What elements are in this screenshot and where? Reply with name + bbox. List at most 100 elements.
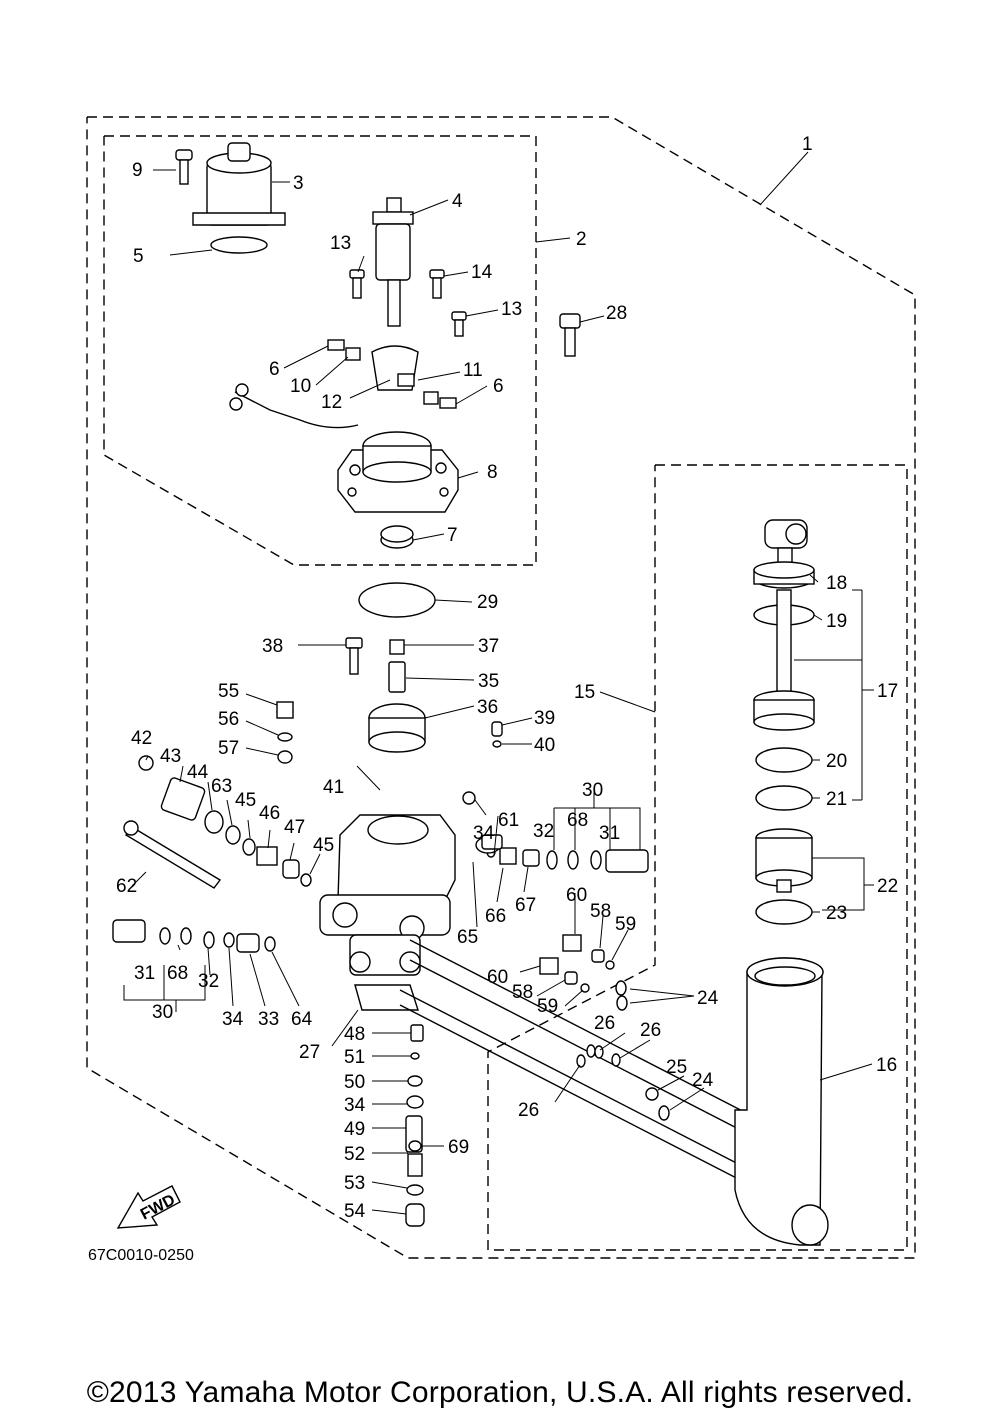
label-62: 62 xyxy=(116,876,137,897)
label-32b: 32 xyxy=(198,971,219,992)
label-16: 16 xyxy=(876,1055,897,1076)
spring-6-left xyxy=(327,339,345,351)
screw-13-mid xyxy=(451,311,467,337)
label-30b: 30 xyxy=(152,1002,173,1023)
label-37: 37 xyxy=(478,636,499,657)
copyright-notice: ©2013 Yamaha Motor Corporation, U.S.A. A… xyxy=(86,1376,914,1409)
label-19: 19 xyxy=(826,611,847,632)
motor-cap xyxy=(227,142,251,162)
assembly-2-boundary xyxy=(103,135,537,566)
screw-38 xyxy=(345,637,363,675)
label-59a: 59 xyxy=(615,914,636,935)
brush-right xyxy=(423,391,439,405)
screw-13-top xyxy=(349,269,365,299)
washer-56 xyxy=(277,732,293,742)
screw-9 xyxy=(175,149,193,185)
label-8: 8 xyxy=(487,462,498,483)
screw-14 xyxy=(429,269,445,299)
pump-4 xyxy=(372,197,414,327)
label-4: 4 xyxy=(452,191,463,212)
filter-25 xyxy=(645,1087,659,1101)
spring-46 xyxy=(256,846,278,866)
plug-31-right xyxy=(605,849,649,873)
motor-assembly xyxy=(175,142,581,429)
label-20: 20 xyxy=(826,751,847,772)
label-51: 51 xyxy=(344,1047,365,1068)
plug-31-left xyxy=(112,919,146,943)
label-22: 22 xyxy=(877,876,898,897)
filter-27 xyxy=(354,984,419,1011)
assembly-15-boundary xyxy=(487,464,908,1251)
label-63: 63 xyxy=(211,776,232,797)
label-48: 48 xyxy=(344,1024,365,1045)
oring-44 xyxy=(204,810,224,834)
label-32a: 32 xyxy=(533,821,554,842)
spring-37 xyxy=(389,639,405,655)
oring-20 xyxy=(755,747,813,773)
oring-26-a xyxy=(594,1045,604,1059)
label-11: 11 xyxy=(463,360,483,381)
label-12: 12 xyxy=(321,392,342,413)
label-41: 41 xyxy=(323,777,344,798)
label-23: 23 xyxy=(826,903,847,924)
spring-60-lower xyxy=(539,957,559,975)
brush-11 xyxy=(397,373,415,387)
label-61: 61 xyxy=(498,810,519,831)
ball-59-upper xyxy=(605,960,615,970)
label-34b: 34 xyxy=(222,1009,244,1030)
label-15: 15 xyxy=(574,682,595,703)
label-36: 36 xyxy=(477,697,498,718)
manifold xyxy=(112,637,649,1227)
ball-69 xyxy=(408,1140,422,1152)
spring-6-right xyxy=(439,397,457,409)
label-52: 52 xyxy=(344,1144,365,1165)
label-67: 67 xyxy=(515,895,536,916)
plug-54 xyxy=(405,1203,425,1227)
valve-43 xyxy=(160,777,206,821)
oring-21 xyxy=(755,785,813,811)
label-58a: 58 xyxy=(590,901,611,922)
motor-flange xyxy=(192,212,286,226)
oring-64 xyxy=(264,936,276,952)
label-26b: 26 xyxy=(640,1020,661,1041)
oring-34-right xyxy=(462,791,476,805)
label-58b: 58 xyxy=(512,982,533,1003)
label-29: 29 xyxy=(477,592,498,613)
label-14: 14 xyxy=(471,262,493,283)
oring-32-right xyxy=(546,850,558,870)
label-68a: 68 xyxy=(567,810,588,831)
oring-53 xyxy=(406,1184,424,1196)
label-68b: 68 xyxy=(167,963,188,984)
label-7: 7 xyxy=(447,525,458,546)
clip-42 xyxy=(138,755,154,771)
wire-lead xyxy=(234,391,359,429)
label-43: 43 xyxy=(160,746,181,767)
piston-rod xyxy=(776,589,792,696)
oring-68-left xyxy=(159,927,171,945)
ring-45 xyxy=(242,838,256,856)
label-24b: 24 xyxy=(692,1070,714,1091)
oring-50 xyxy=(407,1075,423,1087)
label-47: 47 xyxy=(284,817,305,838)
label-21: 21 xyxy=(826,789,847,810)
oring-29 xyxy=(358,582,436,618)
label-60a: 60 xyxy=(566,885,587,906)
label-26c: 26 xyxy=(518,1100,539,1121)
sleeve-35 xyxy=(388,661,406,693)
spring-66 xyxy=(499,847,517,865)
oring-26-b xyxy=(611,1053,621,1067)
label-34a: 34 xyxy=(473,823,495,844)
ball-51 xyxy=(410,1052,420,1060)
oring-26-c xyxy=(576,1054,586,1068)
label-53: 53 xyxy=(344,1173,365,1194)
label-35: 35 xyxy=(478,671,499,692)
label-49: 49 xyxy=(344,1119,365,1140)
label-55: 55 xyxy=(218,681,239,702)
motor-oring xyxy=(210,236,268,254)
piston-67 xyxy=(522,849,540,867)
label-57: 57 xyxy=(218,738,239,759)
label-9: 9 xyxy=(132,160,143,181)
part-code: 67C0010-0250 xyxy=(88,1247,194,1264)
bolt-28 xyxy=(559,313,581,357)
